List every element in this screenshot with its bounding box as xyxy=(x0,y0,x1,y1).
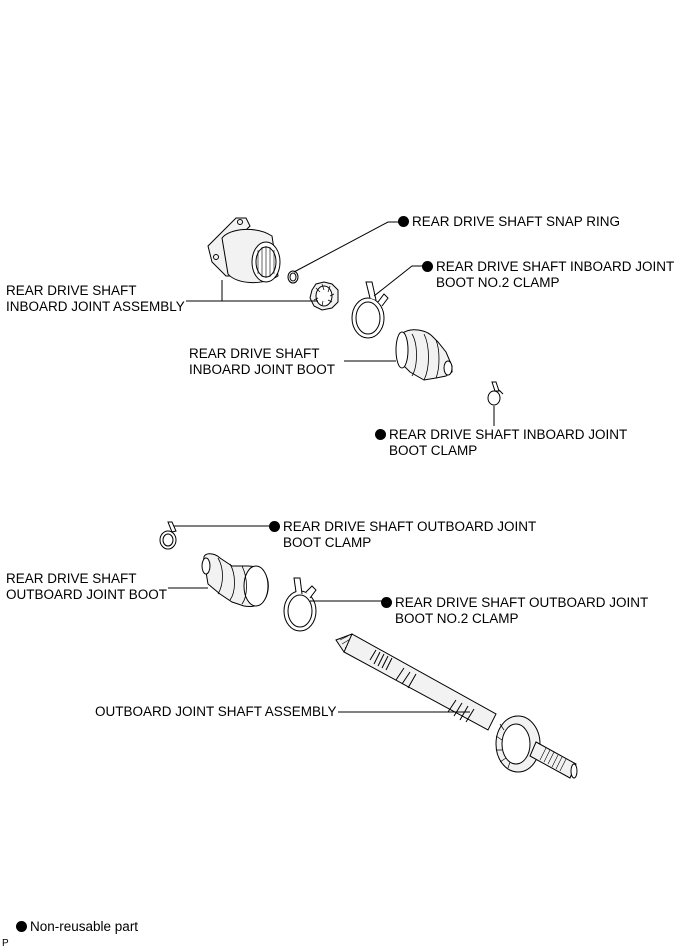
non-reusable-bullet-icon xyxy=(16,921,27,932)
outboard-boot-no2-clamp-drawing xyxy=(283,577,317,632)
non-reusable-bullet-icon xyxy=(398,216,409,227)
label-outboard-joint-boot: REAR DRIVE SHAFT OUTBOARD JOINT BOOT xyxy=(6,571,167,603)
label-snap-ring-text: REAR DRIVE SHAFT SNAP RING xyxy=(412,214,621,229)
label-inboard-boot-clamp-line2: BOOT CLAMP xyxy=(389,443,478,458)
label-outboard-boot-no2-clamp-line2: BOOT NO.2 CLAMP xyxy=(395,611,519,626)
label-inboard-joint-boot-line2: INBOARD JOINT BOOT xyxy=(189,362,336,377)
inboard-boot-clamp-drawing xyxy=(487,381,504,406)
label-inboard-joint-assembly-line1: REAR DRIVE SHAFT xyxy=(6,283,137,298)
label-inboard-joint-assembly-line2: INBOARD JOINT ASSEMBLY xyxy=(6,299,185,314)
label-outboard-boot-clamp-line1: REAR DRIVE SHAFT OUTBOARD JOINT xyxy=(283,519,537,534)
non-reusable-bullet-icon xyxy=(375,429,386,440)
label-inboard-boot-clamp: REAR DRIVE SHAFT INBOARD JOINT BOOT CLAM… xyxy=(375,427,627,459)
label-inboard-joint-assembly: REAR DRIVE SHAFT INBOARD JOINT ASSEMBLY xyxy=(6,283,185,315)
label-outboard-boot-no2-clamp: REAR DRIVE SHAFT OUTBOARD JOINT BOOT NO.… xyxy=(381,595,648,627)
label-inboard-boot-no2-clamp-line2: BOOT NO.2 CLAMP xyxy=(436,275,560,290)
outboard-shaft-assembly-drawing xyxy=(335,633,578,779)
label-outboard-shaft-assembly-text: OUTBOARD JOINT SHAFT ASSEMBLY xyxy=(95,704,337,719)
inboard-joint-assembly-drawing xyxy=(207,217,281,283)
outboard-joint-boot-drawing xyxy=(201,553,269,607)
inboard-boot-no2-clamp-drawing xyxy=(351,281,389,339)
tripod-joint-drawing xyxy=(309,281,339,311)
non-reusable-bullet-icon xyxy=(422,261,433,272)
label-outboard-boot-clamp: REAR DRIVE SHAFT OUTBOARD JOINT BOOT CLA… xyxy=(269,519,536,551)
label-outboard-joint-boot-line1: REAR DRIVE SHAFT xyxy=(6,571,137,586)
label-outboard-boot-clamp-line2: BOOT CLAMP xyxy=(283,535,372,550)
outboard-boot-clamp-drawing xyxy=(159,521,177,550)
label-snap-ring: REAR DRIVE SHAFT SNAP RING xyxy=(398,214,620,230)
legend-text: Non-reusable part xyxy=(30,919,139,934)
label-inboard-boot-clamp-line1: REAR DRIVE SHAFT INBOARD JOINT xyxy=(389,427,628,442)
figure-code: P xyxy=(2,938,9,949)
legend: Non-reusable part xyxy=(16,919,138,935)
non-reusable-bullet-icon xyxy=(269,521,280,532)
label-inboard-boot-no2-clamp-line1: REAR DRIVE SHAFT INBOARD JOINT xyxy=(436,259,675,274)
label-outboard-joint-boot-line2: OUTBOARD JOINT BOOT xyxy=(6,587,168,602)
label-outboard-shaft-assembly: OUTBOARD JOINT SHAFT ASSEMBLY xyxy=(95,704,337,720)
label-inboard-boot-no2-clamp: REAR DRIVE SHAFT INBOARD JOINT BOOT NO.2… xyxy=(422,259,674,291)
inboard-joint-boot-drawing xyxy=(395,329,453,381)
label-outboard-boot-no2-clamp-line1: REAR DRIVE SHAFT OUTBOARD JOINT xyxy=(395,595,649,610)
label-inboard-joint-boot-line1: REAR DRIVE SHAFT xyxy=(189,346,320,361)
non-reusable-bullet-icon xyxy=(381,597,392,608)
snap-ring-drawing xyxy=(287,270,299,284)
label-inboard-joint-boot: REAR DRIVE SHAFT INBOARD JOINT BOOT xyxy=(189,346,335,378)
